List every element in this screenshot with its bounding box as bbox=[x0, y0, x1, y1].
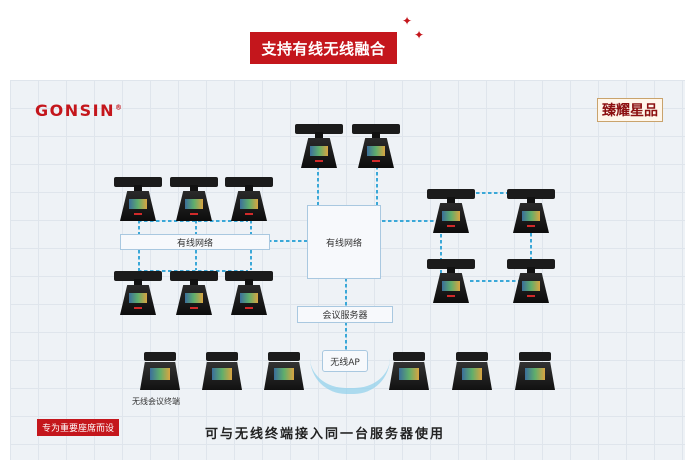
wireless-terminal-icon bbox=[200, 352, 244, 392]
header-title: 支持有线无线融合 bbox=[250, 32, 397, 64]
conference-unit-icon bbox=[112, 173, 164, 225]
conference-unit-icon bbox=[168, 173, 220, 225]
conference-unit-icon bbox=[112, 267, 164, 319]
link-server bbox=[345, 278, 347, 308]
wireless-terminal-icon bbox=[262, 352, 306, 392]
caption-badge: 专为重要座席而设 bbox=[37, 419, 119, 436]
conference-unit-icon bbox=[293, 120, 345, 172]
conference-unit-icon bbox=[505, 185, 557, 237]
conference-unit-icon bbox=[505, 255, 557, 307]
wireless-terminal-icon bbox=[387, 352, 431, 392]
wireless-terminal-icon bbox=[450, 352, 494, 392]
wireless-ap-box: 无线AP bbox=[322, 350, 368, 372]
conference-unit-icon bbox=[168, 267, 220, 319]
sparkle-icon: ✦ bbox=[402, 15, 412, 27]
server-box: 会议服务器 bbox=[297, 306, 393, 323]
wired-network-bar: 有线网络 bbox=[120, 234, 270, 250]
wireless-terminal-label: 无线会议终端 bbox=[132, 396, 180, 407]
diagram-panel: GONSIN® 臻耀星品 有线网络 有线网络 会议服务器 无线AP 无线会议终端… bbox=[10, 80, 685, 460]
sparkle-icon: ✦ bbox=[414, 29, 424, 41]
brand-badge: 臻耀星品 bbox=[597, 98, 663, 122]
conference-unit-icon bbox=[425, 185, 477, 237]
conference-unit-icon bbox=[425, 255, 477, 307]
link-center-left bbox=[268, 240, 308, 242]
brand-logo: GONSIN® bbox=[35, 101, 124, 120]
conference-unit-icon bbox=[223, 173, 275, 225]
wireless-terminal-icon bbox=[513, 352, 557, 392]
wireless-terminal-icon bbox=[138, 352, 182, 392]
link-ap bbox=[345, 322, 347, 350]
caption-main: 可与无线终端接入同一台服务器使用 bbox=[205, 423, 445, 442]
wired-network-box: 有线网络 bbox=[307, 205, 381, 279]
conference-unit-icon bbox=[223, 267, 275, 319]
conference-unit-icon bbox=[350, 120, 402, 172]
